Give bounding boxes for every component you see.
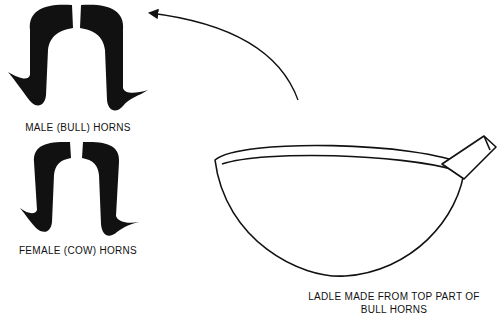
ladle-handle — [442, 136, 496, 179]
cow-horns — [20, 142, 139, 236]
ladle-rim — [222, 155, 455, 170]
ladle-bowl — [215, 145, 465, 276]
caption-label: FEMALE (COW) HORNS — [3, 244, 153, 257]
bull-horns — [8, 5, 148, 111]
bull-horn-left — [8, 5, 73, 106]
bull-horn-right — [80, 5, 148, 111]
cow-horn-left — [20, 142, 71, 232]
cow-horn-right — [82, 142, 139, 236]
ladle — [215, 136, 496, 276]
caption-label: MALE (BULL) HORNS — [3, 121, 153, 134]
caption-label: LADLE MADE FROM TOP PART OF BULL HORNS — [306, 290, 482, 316]
pointer-arrow — [150, 13, 298, 100]
ladle-handle-edge — [484, 136, 490, 150]
